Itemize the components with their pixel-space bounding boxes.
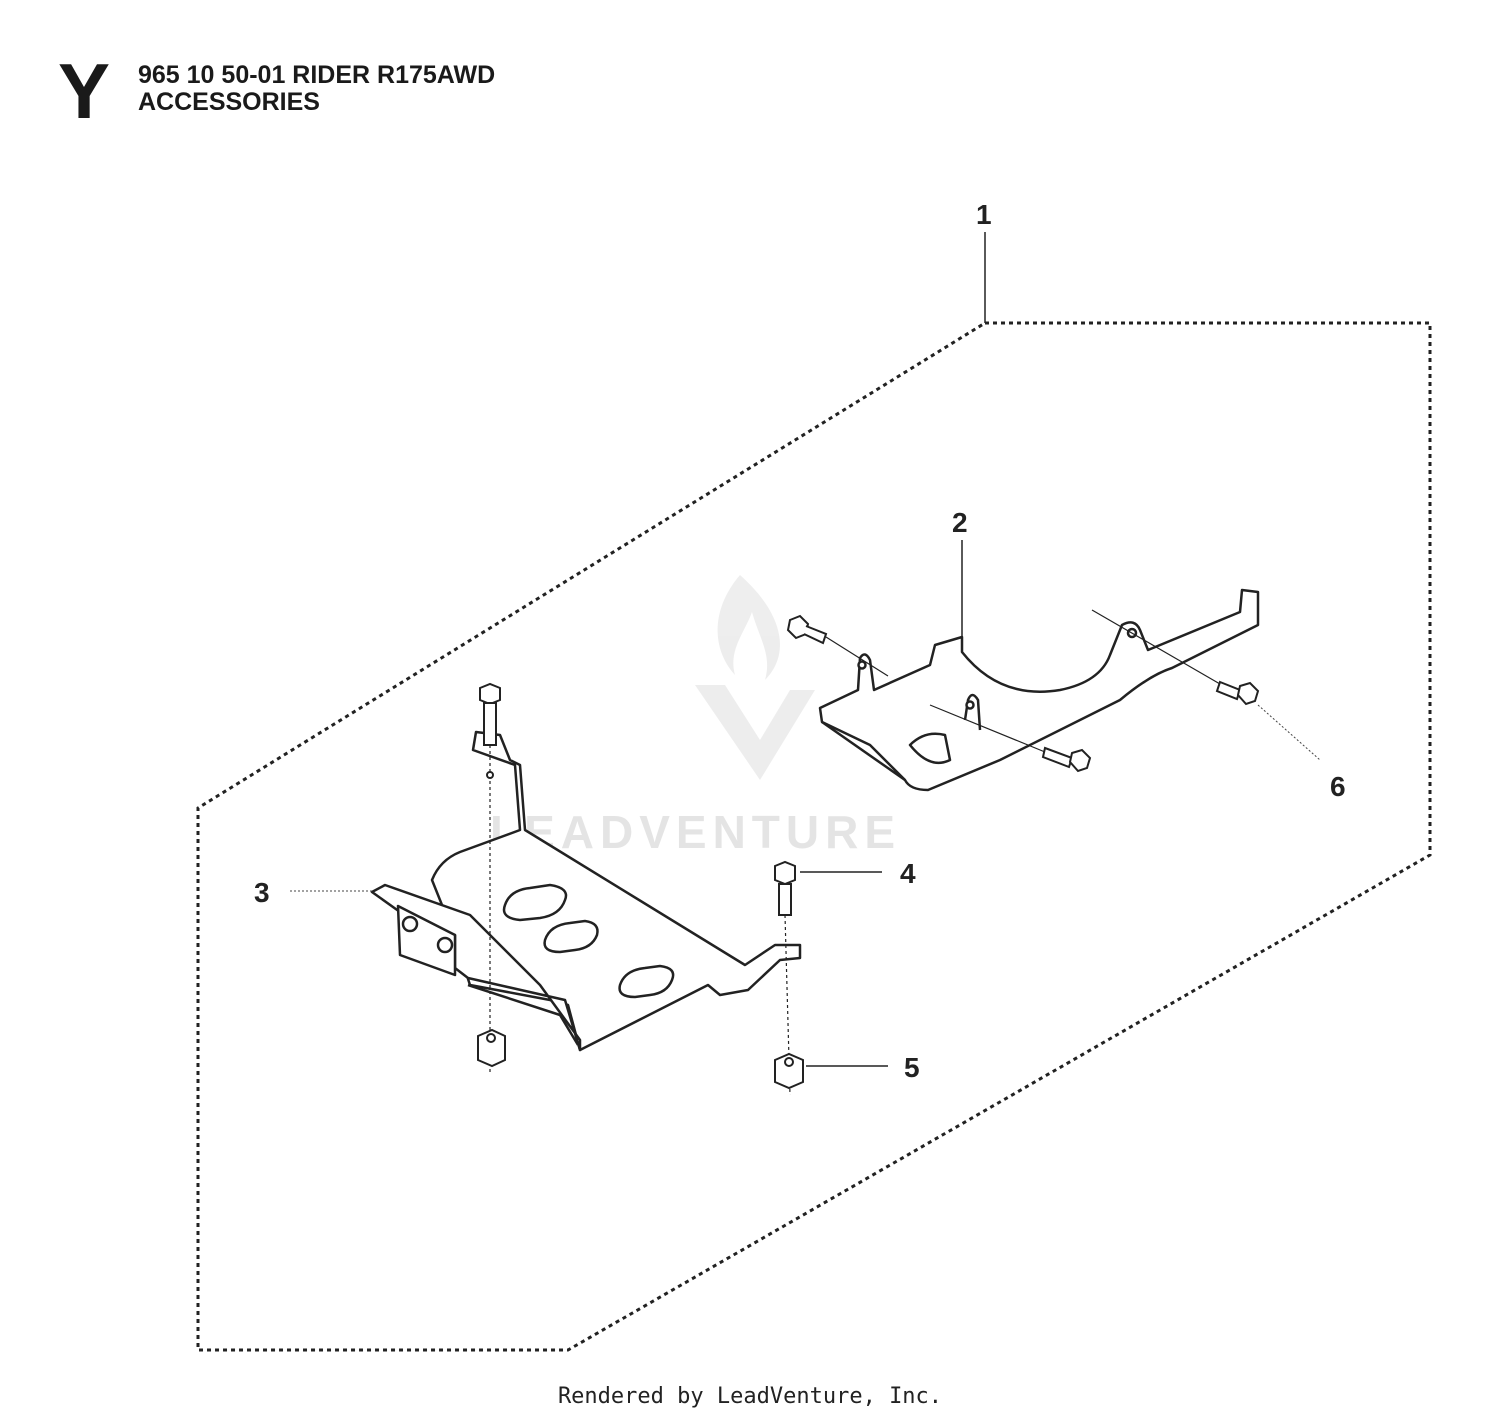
lock-nut-right	[774, 1052, 804, 1090]
callout-5: 5	[904, 1052, 920, 1083]
title-model-line: 965 10 50-01 RIDER R175AWD	[138, 61, 496, 89]
hex-bolt-upper-left	[786, 614, 889, 677]
hex-bolt-lower	[929, 704, 1092, 773]
leadventure-watermark: LEADVENTURE	[490, 575, 895, 858]
kit-boundary	[196, 321, 1432, 1352]
lock-nut-left	[477, 1028, 506, 1068]
callout-1: 1	[976, 199, 992, 230]
callout-4: 4	[900, 858, 916, 889]
hex-bolt-right	[1091, 609, 1260, 706]
title-section-line: ACCESSORIES	[138, 88, 320, 116]
callout-3: 3	[254, 877, 270, 908]
diagram-title: 965 10 50-01 RIDER R175AWD ACCESSORIES	[138, 62, 495, 116]
section-letter: Y	[58, 47, 111, 135]
front-skid-plate	[370, 730, 802, 1052]
footer-credit: Rendered by LeadVenture, Inc.	[557, 1384, 943, 1409]
leader-line-6	[1257, 704, 1321, 761]
hex-bolt-left	[479, 682, 501, 1075]
rear-guard-bracket	[818, 588, 1260, 792]
callout-2: 2	[952, 507, 968, 538]
callout-6: 6	[1330, 771, 1346, 802]
